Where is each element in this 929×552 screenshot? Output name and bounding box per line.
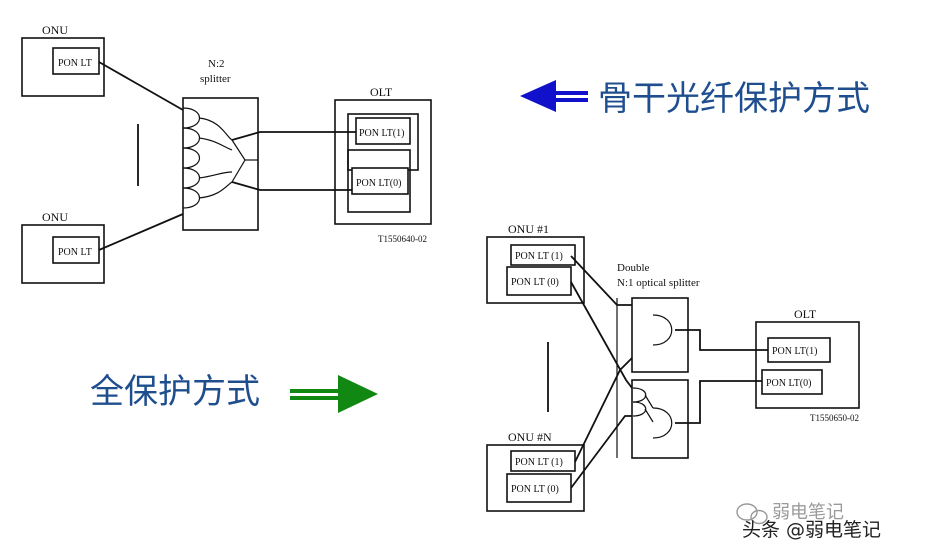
- right-arrow-shaft-bottom: [290, 396, 338, 400]
- backbone-protection-callout: 骨干光纤保护方式: [520, 79, 870, 119]
- olt-bottom-card-0: [761, 369, 823, 395]
- onun-label: ONU #N: [508, 430, 552, 444]
- onu-bottom-pon-card: [52, 236, 100, 264]
- left-arrow-shaft-top: [556, 91, 588, 95]
- double-splitter-line1: Double: [617, 262, 650, 274]
- bottom-figure-code: T1550650-02: [810, 413, 859, 423]
- left-arrow-icon: [520, 80, 556, 112]
- onun-card-0-label: PON LT (0): [511, 484, 559, 495]
- fiber-onun-0: [570, 415, 632, 489]
- top-figure-code: T1550640-02: [378, 234, 427, 244]
- olt-top-box: [334, 99, 432, 225]
- right-arrow-icon: [338, 375, 378, 413]
- fiber-onu-bottom: [98, 213, 184, 251]
- splitter-upper-coupler: [652, 314, 673, 346]
- full-protection-caption: 全保护方式: [90, 372, 260, 412]
- onu1-card-1: [510, 244, 576, 266]
- splitter-couplers: [182, 107, 258, 209]
- olt-top-lower-shelf: [347, 149, 411, 213]
- watermark-source-text: 头条 @弱电笔记: [742, 519, 881, 541]
- onun-card-0: [506, 473, 572, 503]
- onu1-card-1-label: PON LT (1): [515, 251, 563, 262]
- fiber-onu1-1: [570, 255, 632, 306]
- olt-bottom-label: OLT: [794, 307, 817, 321]
- onu-top-label: ONU: [42, 23, 68, 37]
- fiber-splitter-olt-0: [675, 380, 762, 424]
- top-diagram: ONU PON LT ONU PON LT N:2 splitter: [21, 23, 432, 284]
- olt-top-card-0-label: PON LT(0): [356, 178, 401, 189]
- onun-box: [486, 444, 585, 512]
- fiber-splitter-olt-1: [231, 131, 360, 141]
- splitter-ratio-label: N:2: [208, 58, 225, 70]
- wechat-icon: [736, 503, 768, 525]
- watermark-logo-text: 弱电笔记: [772, 502, 844, 523]
- olt-bottom-card-1-label: PON LT(1): [772, 346, 817, 357]
- fiber-onu-top: [98, 61, 184, 111]
- onu1-label: ONU #1: [508, 222, 549, 236]
- onun-card-1-label: PON LT (1): [515, 457, 563, 468]
- onu-bottom-box: [21, 224, 105, 284]
- backbone-protection-caption: 骨干光纤保护方式: [598, 79, 870, 119]
- fiber-splitter-olt-0: [231, 181, 360, 191]
- onu-top-pon-card: [52, 47, 100, 75]
- splitter-box: [182, 97, 259, 231]
- olt-top-card-1: [355, 117, 411, 145]
- splitter-lower-coupler: [632, 387, 673, 439]
- splitter-lower-box: [631, 379, 689, 459]
- olt-top-label: OLT: [370, 85, 393, 99]
- onu-bottom-pon-label: PON LT: [58, 247, 92, 258]
- splitter-upper-box: [631, 297, 689, 373]
- double-splitter-line2: N:1 optical splitter: [617, 277, 700, 289]
- fiber-onu1-0: [570, 281, 633, 389]
- fiber-onun-1: [574, 357, 633, 463]
- olt-bottom-card-1: [767, 337, 831, 363]
- left-arrow-shaft-bottom: [556, 98, 588, 102]
- bottom-diagram: ONU #1 PON LT (1) PON LT (0) ONU #N PON …: [486, 222, 860, 512]
- splitter-word-label: splitter: [200, 73, 231, 85]
- onu-top-pon-label: PON LT: [58, 58, 92, 69]
- olt-bottom-box: [755, 321, 860, 409]
- watermark: 弱电笔记 头条 @弱电笔记: [736, 502, 881, 541]
- fiber-splitter-olt-1: [675, 329, 768, 351]
- olt-top-card-0: [351, 167, 409, 195]
- onu-bottom-label: ONU: [42, 210, 68, 224]
- olt-top-card-1-label: PON LT(1): [359, 128, 404, 139]
- onu1-card-0: [506, 266, 572, 296]
- right-arrow-shaft-top: [290, 389, 338, 393]
- onu1-card-0-label: PON LT (0): [511, 277, 559, 288]
- olt-bottom-card-0-label: PON LT(0): [766, 378, 811, 389]
- onu-top-box: [21, 37, 105, 97]
- full-protection-callout: 全保护方式: [90, 372, 378, 413]
